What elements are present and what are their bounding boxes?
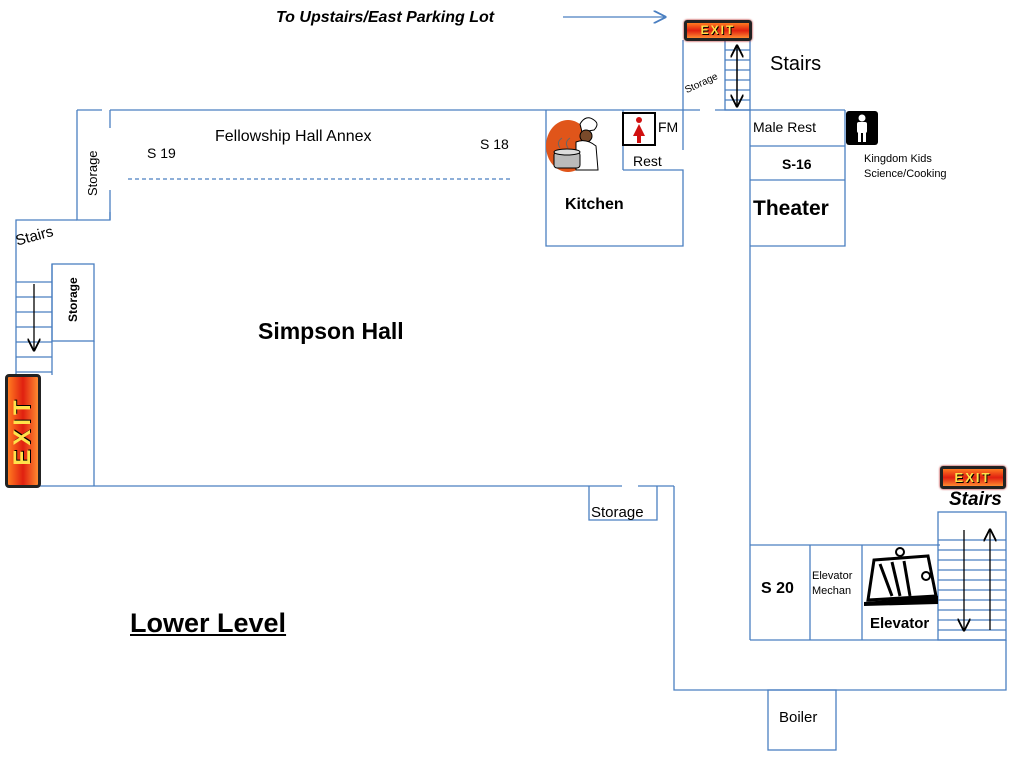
boiler-label: Boiler — [779, 709, 818, 726]
fm-label: FM — [658, 119, 679, 135]
page-title: Lower Level — [130, 608, 287, 638]
male-restroom-icon — [846, 111, 878, 145]
storage-left-stairs-label: Storage — [66, 277, 80, 322]
storage-bottom-label: Storage — [591, 504, 644, 521]
simpson-hall-label: Simpson Hall — [258, 318, 404, 344]
storage-left-top-label: Storage — [85, 150, 100, 196]
kitchen-label: Kitchen — [565, 196, 624, 213]
fellowship-hall-annex-label: Fellowship Hall Annex — [215, 128, 372, 145]
chef-cooking-icon — [546, 117, 599, 172]
exit-sign-right: EXIT — [940, 466, 1006, 489]
elevator-label: Elevator — [870, 615, 930, 632]
stairs-right-label: Stairs — [949, 489, 1002, 510]
theater-label: Theater — [753, 197, 829, 220]
upstairs-note: To Upstairs/East Parking Lot — [276, 9, 495, 26]
exit-sign-left: EXIT — [5, 374, 41, 488]
room-s20-label: S 20 — [761, 580, 794, 597]
elevator-icon — [864, 547, 938, 606]
exit-sign-top: EXIT — [684, 20, 752, 41]
room-s16-label: S-16 — [782, 156, 812, 172]
stairs-top-label: Stairs — [770, 53, 822, 75]
room-s19-label: S 19 — [147, 145, 176, 161]
female-restroom-icon — [622, 112, 656, 146]
room-s18-label: S 18 — [480, 136, 509, 152]
male-rest-label: Male Rest — [753, 119, 817, 135]
rest-label: Rest — [633, 153, 662, 169]
